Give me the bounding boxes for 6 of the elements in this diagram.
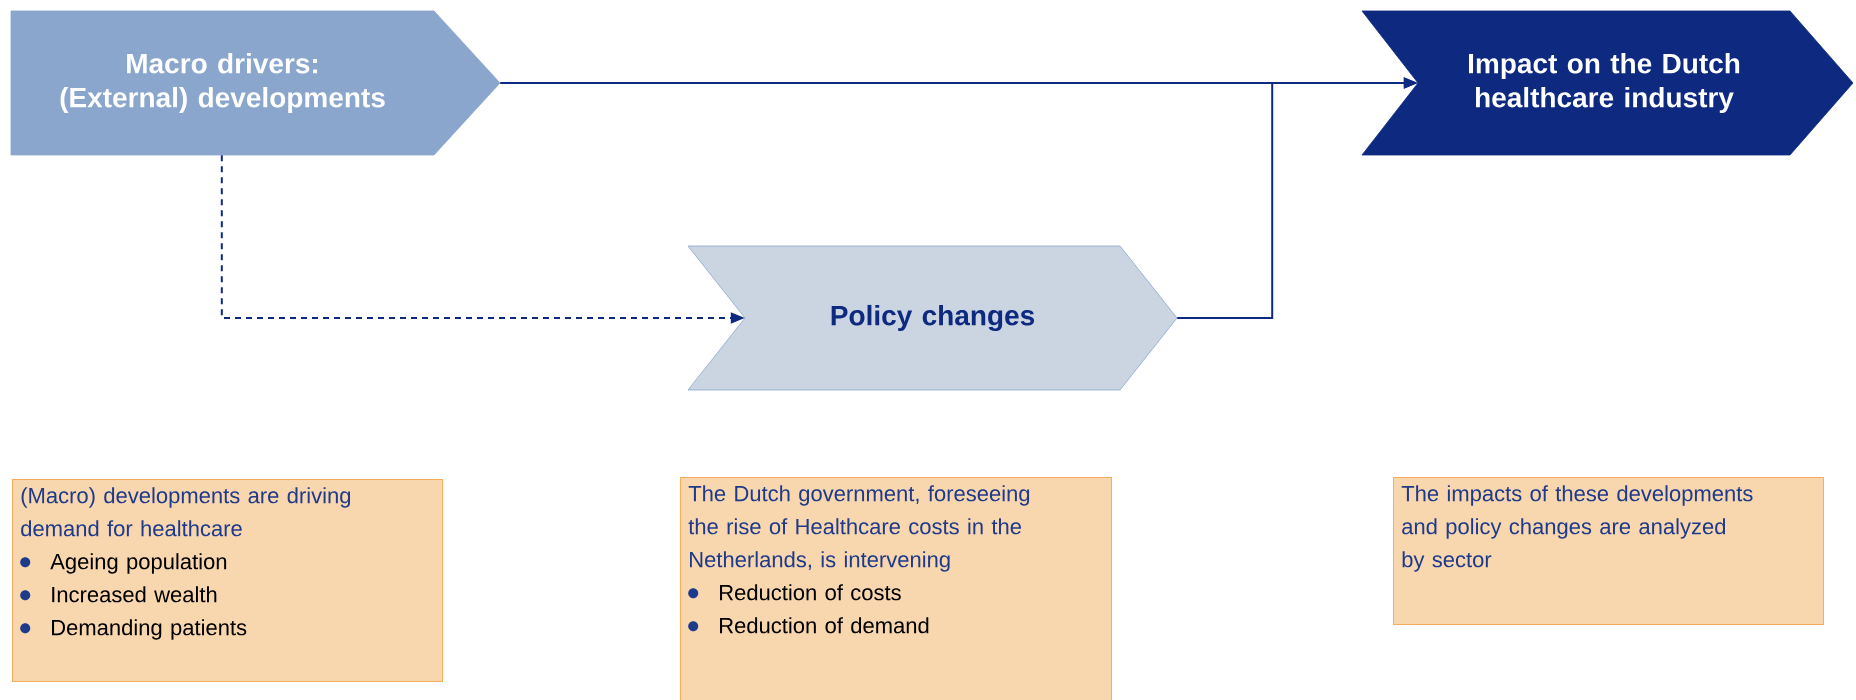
text-box: (Macro) developments are driving demand for healthcare Ageing population Increased wealth Demanding patients — [12, 479, 443, 682]
text-box: The Dutch government, foreseeing the rise of Healthcare costs in the Netherlands, is intervening Reduction of costs Reduction of demand — [680, 477, 1112, 700]
chevron-box: Policy changes — [687, 245, 1178, 391]
chevron-box: Macro drivers: (External) developments — [10, 10, 501, 156]
text-box: The impacts of these developments and policy changes are analyzed by sector — [1393, 477, 1824, 625]
chevron-box: Impact on the Dutch healthcare industry — [1361, 10, 1854, 156]
